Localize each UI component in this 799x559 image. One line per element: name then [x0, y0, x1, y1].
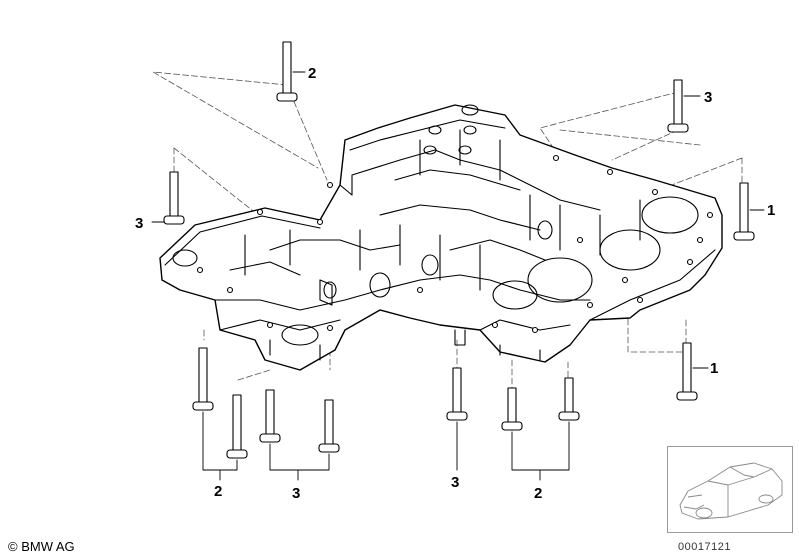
bolt-top-right	[667, 79, 689, 133]
bolt-bottom-7	[558, 377, 580, 421]
bolt-bottom-5	[446, 367, 468, 421]
bolt-right-lower	[676, 342, 698, 401]
bolt-bottom-4	[318, 399, 340, 453]
catalog-number: 00017121	[678, 541, 731, 553]
callout-right-lower: 1	[710, 360, 718, 377]
callout-right-upper: 1	[767, 202, 775, 219]
callout-left: 3	[135, 215, 143, 232]
leader-lines	[151, 71, 765, 481]
copyright-text: © BMW AG	[8, 539, 75, 554]
callout-bottom-mid-left: 3	[292, 485, 300, 502]
callout-top-center: 2	[308, 65, 316, 82]
valve-body-holes	[196, 154, 714, 334]
vehicle-thumbnail	[667, 446, 793, 533]
callout-labels: 2 3 3 1 1 2 3 3 2	[135, 65, 775, 502]
bolt-bottom-6	[501, 387, 523, 431]
callout-bottom-center: 3	[451, 474, 459, 491]
callout-bottom-right: 2	[534, 485, 542, 502]
bolt-bottom-3	[259, 389, 281, 443]
bolt-bottom-2	[226, 394, 248, 459]
callout-bottom-left: 2	[214, 483, 222, 500]
valve-body	[159, 104, 723, 371]
bolt-left	[163, 171, 185, 225]
bolt-top-center	[276, 41, 298, 102]
bolt-right-upper	[733, 182, 755, 241]
bolt-bottom-1	[192, 347, 214, 411]
car-silhouette-icon	[679, 462, 783, 520]
callout-top-right: 3	[704, 89, 712, 106]
